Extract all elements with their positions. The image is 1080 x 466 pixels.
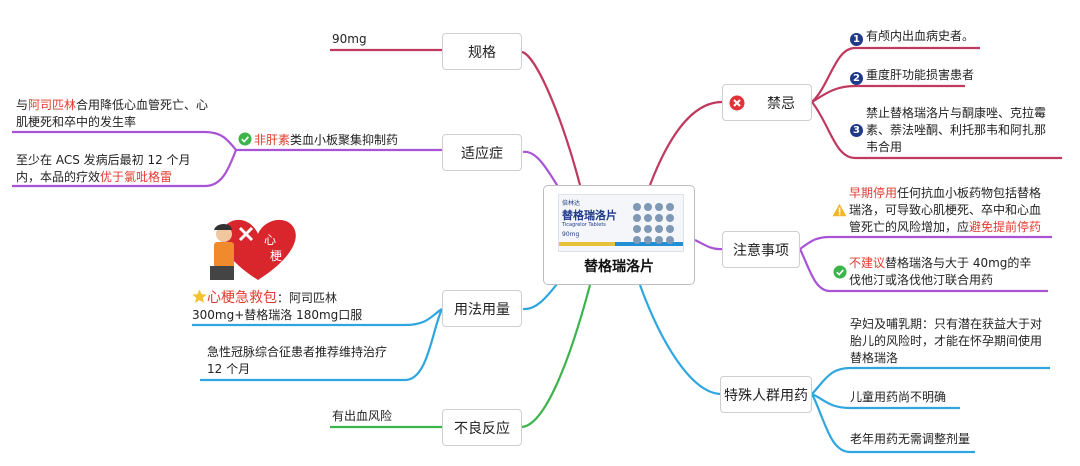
indication-category: 非肝素类血小板聚集抑制药 — [238, 132, 398, 149]
prohibited-icon — [729, 95, 745, 110]
usage-item-2: 急性冠脉综合征患者推荐维持治疗12 个月 — [207, 345, 388, 376]
package-dose: 90mg — [562, 231, 580, 238]
connector-usage-1 — [192, 308, 443, 327]
number-3-badge: 3 — [850, 124, 863, 137]
special-item-1: 孕妇及哺乳期：只有潜在获益大于对胎儿的风险时，才能在怀孕期间使用替格瑞洛 — [850, 317, 1043, 365]
contra-item-3: 3 禁止替格瑞洛片与酮康唑、克拉霉素、萘法唑酮、利托那韦和阿扎那韦合用 — [850, 105, 1055, 156]
check-icon — [833, 265, 847, 279]
package-brand: 倍林达 — [562, 200, 581, 207]
usage-emergency-rest: ：阿司匹林 300mg+替格瑞洛 180mg口服 — [192, 291, 363, 322]
branch-adverse-label: 不良反应 — [454, 420, 510, 437]
person-body — [214, 242, 234, 268]
branch-precautions[interactable]: 注意事项 — [722, 231, 800, 268]
connector-contra-2 — [811, 84, 965, 103]
branch-special-populations[interactable]: 特殊人群用药 — [720, 376, 812, 413]
connector-spec — [521, 50, 582, 186]
connector-precautions — [694, 239, 723, 251]
branch-usage-label: 用法用量 — [454, 301, 510, 318]
heart-text-2: 梗 — [270, 248, 282, 263]
connector-contraindication — [648, 100, 723, 186]
usage-emergency: 心梗急救包：阿司匹林 300mg+替格瑞洛 180mg口服 — [192, 289, 402, 324]
branch-adverse[interactable]: 不良反应 — [442, 409, 522, 446]
connector-special-1 — [811, 366, 1050, 395]
connector-adverse — [521, 284, 592, 429]
indication-item-1-red: 阿司匹林 — [28, 98, 77, 112]
precaution-item-2-rest: 替格瑞洛与大于 40mg的辛伐他汀或洛伐他汀联合用药 — [849, 256, 1032, 287]
indication-category-highlight: 非肝素 — [254, 133, 291, 147]
connector-special-2 — [811, 393, 960, 410]
branch-precautions-label: 注意事项 — [733, 242, 789, 259]
indication-item-1-pre: 与 — [16, 98, 29, 112]
precaution-item-1-red1: 早期停用 — [849, 186, 898, 200]
contra-item-1-text: 有颅内出血病史者。 — [866, 29, 975, 43]
blister-pack-icon — [633, 203, 674, 244]
connector-prec-2 — [799, 248, 1048, 293]
package-stripe — [559, 242, 683, 246]
special-item-2: 儿童用药尚不明确 — [850, 390, 947, 404]
contra-item-2-text: 重度肝功能损害患者 — [866, 68, 975, 82]
check-icon — [238, 132, 252, 146]
package-name: 替格瑞洛片 — [562, 209, 617, 222]
spec-item: 90mg — [332, 32, 367, 46]
heart-attack-illustration: 心 梗 — [210, 219, 296, 280]
warning-icon — [832, 203, 847, 217]
indication-item-2: 至少在 ACS 发病后最初 12 个月内，本品的疗效优于氯吡格雷 — [16, 152, 202, 186]
drug-package-image: 倍林达 替格瑞洛片 Ticagrelor Tablets 90mg — [558, 194, 684, 252]
package-en-name: Ticagrelor Tablets — [562, 222, 606, 228]
heart-text-1: 心 — [264, 233, 276, 247]
connector-special-3 — [811, 393, 975, 454]
branch-special-label: 特殊人群用药 — [724, 387, 808, 404]
center-node[interactable]: 倍林达 替格瑞洛片 Ticagrelor Tablets 90mg 替格瑞洛片 — [543, 185, 695, 285]
number-1-badge: 1 — [850, 33, 863, 46]
number-2-badge: 2 — [850, 72, 863, 85]
branch-contraindication[interactable]: 禁忌 — [722, 84, 812, 121]
star-icon — [192, 289, 207, 303]
indication-item-1: 与阿司匹林合用降低心血管死亡、心肌梗死和卒中的发生率 — [16, 97, 212, 131]
adverse-item: 有出血风险 — [332, 409, 393, 423]
connector-prec-1 — [799, 235, 1052, 250]
branch-usage[interactable]: 用法用量 — [442, 290, 522, 327]
indication-item-2-red: 优于氯吡格雷 — [100, 170, 173, 184]
branch-indication[interactable]: 适应症 — [442, 134, 522, 171]
precaution-item-1-red2: 避免提前停药 — [969, 220, 1042, 234]
center-title: 替格瑞洛片 — [584, 259, 654, 275]
branch-spec-label: 规格 — [468, 44, 496, 61]
contra-item-3-text: 禁止替格瑞洛片与酮康唑、克拉霉素、萘法唑酮、利托那韦和阿扎那韦合用 — [866, 106, 1047, 154]
branch-contraindication-label: 禁忌 — [767, 95, 795, 112]
connector-indication — [522, 150, 561, 191]
precaution-item-2: 不建议替格瑞洛与大于 40mg的辛伐他汀或洛伐他汀联合用药 — [832, 255, 1042, 289]
indication-category-rest: 类血小板聚集抑制药 — [290, 133, 399, 147]
connector-contra-3 — [811, 101, 1062, 160]
connector-usage-2 — [200, 308, 443, 382]
connector-indication-2 — [12, 149, 238, 188]
special-item-3: 老年用药无需调整剂量 — [850, 432, 971, 446]
usage-emergency-red: 心梗急救包 — [207, 290, 277, 306]
precaution-item-1: 早期停用任何抗血小板药物包括替格瑞洛，可导致心肌梗死、卒中和心血管死亡的风险增加… — [832, 185, 1044, 236]
connector-special — [638, 284, 721, 396]
precaution-item-2-red: 不建议 — [849, 256, 886, 270]
branch-indication-label: 适应症 — [461, 145, 503, 162]
person-legs — [210, 266, 234, 280]
precaution-item-1-mid: 任何抗血小板药物包括替格瑞洛，可导致心肌梗死、卒中和心血管死亡的风险增加，应 — [849, 186, 1042, 234]
connector-contra-1 — [811, 46, 980, 103]
indication-item-1-post: 合用降低心血管死亡、心肌梗死和卒中的发生率 — [16, 98, 209, 129]
connector-indication-1 — [12, 130, 237, 151]
indication-item-2-pre: 至少在 ACS 发病后最初 12 个月内，本品的疗效 — [16, 153, 191, 184]
branch-spec[interactable]: 规格 — [442, 33, 522, 70]
